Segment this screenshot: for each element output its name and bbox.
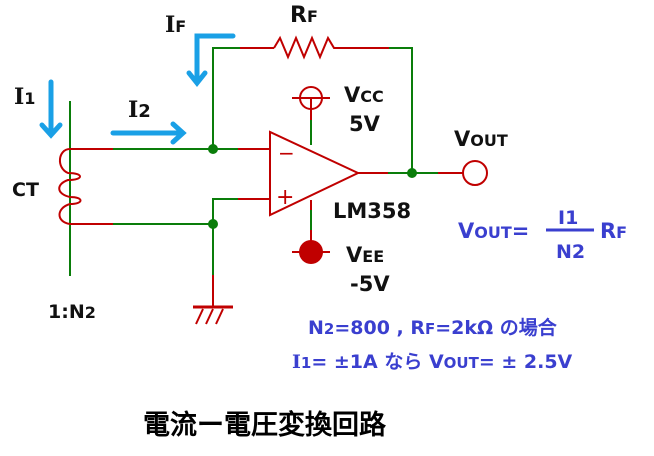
label-if: IF	[165, 12, 186, 38]
vcc-terminal	[292, 86, 330, 145]
arrow-i1	[39, 79, 63, 139]
label-i2: I2	[128, 97, 151, 123]
svg-text:RF: RF	[600, 219, 627, 243]
output-wire	[358, 160, 488, 186]
formula: VOUT= I1 N2 RF	[458, 207, 627, 263]
junction-dot	[208, 219, 218, 229]
formula-numerator: I1	[558, 207, 578, 229]
junction-dot	[208, 144, 218, 154]
example-line-1: N2=800 , RF=2kΩ の場合	[308, 316, 558, 339]
noninverting-input-sign: +	[276, 185, 294, 210]
vee-terminal	[292, 200, 330, 264]
label-ct: CT	[12, 179, 39, 201]
feedback-wire	[212, 47, 413, 173]
label-vout: VOUT	[454, 127, 508, 151]
label-rf: RF	[290, 3, 318, 28]
diagram-title: 電流ー電圧変換回路	[143, 409, 387, 441]
label-opamp-model: LM358	[333, 199, 411, 223]
inverting-input-sign: −	[278, 141, 295, 165]
ground-symbol	[193, 305, 233, 325]
arrow-i2	[110, 121, 187, 145]
svg-text:VOUT=: VOUT=	[458, 219, 529, 243]
input-wire-bottom	[70, 198, 270, 307]
label-vcc-value: 5V	[349, 112, 381, 136]
label-turns-ratio: 1:N2	[48, 301, 96, 323]
label-vee: VEE	[346, 243, 384, 267]
label-i1: I1	[14, 84, 35, 110]
resistor-rf	[273, 35, 363, 60]
arrow-if	[186, 33, 236, 88]
label-vee-value: -5V	[350, 272, 390, 296]
ct-coil	[58, 148, 82, 225]
opamp-symbol	[269, 130, 361, 217]
example-line-2: I1= ±1A なら VOUT= ± 2.5V	[292, 351, 573, 373]
formula-denominator: N2	[556, 241, 585, 263]
label-vcc: VCC	[344, 83, 384, 107]
